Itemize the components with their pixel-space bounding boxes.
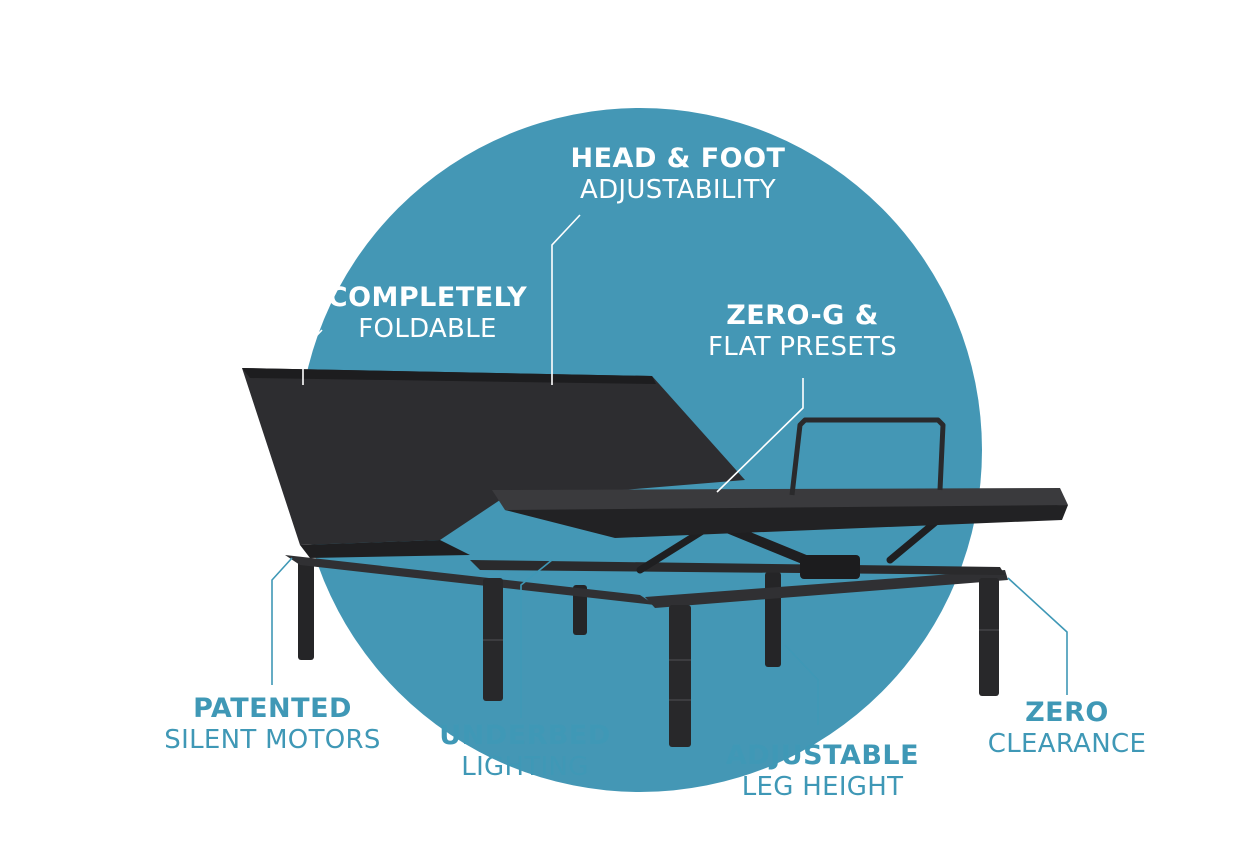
motor-housing <box>800 555 860 579</box>
feature-clearance-title: ZERO <box>1025 697 1109 728</box>
leader-clearance <box>1007 577 1068 695</box>
feature-foldable-title: COMPLETELY <box>327 282 528 313</box>
leader-motors <box>271 557 293 685</box>
feature-leg-height-title: ADJUSTABLE <box>725 740 920 771</box>
feature-head-foot-title: HEAD & FOOT <box>570 143 786 174</box>
feature-lighting: UNDERBED LIGHTING <box>420 720 630 783</box>
feature-zero-g-subtitle: FLAT PRESETS <box>707 331 898 362</box>
feature-foldable-subtitle: FOLDABLE <box>358 313 497 344</box>
feature-lighting-subtitle: LIGHTING <box>461 751 589 782</box>
foot-section-edge <box>505 505 1068 538</box>
leader-lighting <box>520 559 553 718</box>
rear-rail <box>470 560 1005 575</box>
feature-leg-height-subtitle: LEG HEIGHT <box>741 771 904 802</box>
leader-zero-g <box>716 378 804 493</box>
feature-motors: PATENTED SILENT MOTORS <box>150 693 395 756</box>
feature-clearance-subtitle: CLEARANCE <box>987 728 1147 759</box>
feature-motors-title: PATENTED <box>193 693 352 724</box>
leg-front-center <box>669 605 691 747</box>
front-rail <box>645 570 1008 608</box>
feature-zero-g: ZERO-G & FLAT PRESETS <box>690 300 915 363</box>
feature-lighting-title: UNDERBED <box>439 720 611 751</box>
leg-back-center <box>573 585 587 635</box>
adjustable-bed-base-image <box>242 368 1068 747</box>
leader-leg-height <box>784 644 819 725</box>
leg-back-right <box>765 572 781 667</box>
leg-front-right <box>979 578 999 696</box>
leader-head-foot <box>551 214 581 385</box>
mattress-retainer-bar <box>789 417 946 496</box>
feature-head-foot-subtitle: ADJUSTABILITY <box>580 174 776 205</box>
head-section <box>242 368 745 545</box>
feature-foldable: COMPLETELY FOLDABLE <box>300 282 555 345</box>
feature-motors-subtitle: SILENT MOTORS <box>164 724 381 755</box>
feature-leg-height: ADJUSTABLE LEG HEIGHT <box>710 740 935 803</box>
feature-head-foot: HEAD & FOOT ADJUSTABILITY <box>548 143 808 206</box>
leg-back-left <box>298 560 314 660</box>
feature-zero-g-title: ZERO-G & <box>726 300 879 331</box>
leader-foldable <box>302 329 323 385</box>
feature-clearance: ZERO CLEARANCE <box>972 697 1162 760</box>
head-section-lower <box>300 540 470 558</box>
side-rail-left <box>285 555 655 605</box>
